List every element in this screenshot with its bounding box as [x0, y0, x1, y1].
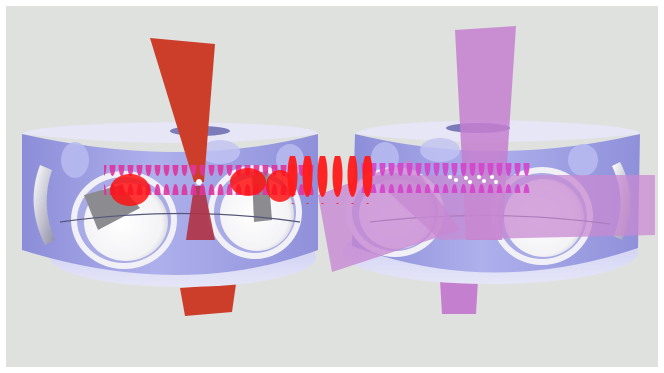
purple-beam-bottom [440, 280, 478, 314]
right-small-window-2 [420, 138, 460, 162]
atom-dot [494, 180, 498, 184]
atom-dot [468, 180, 472, 184]
right-purple-standing-wave [360, 163, 530, 193]
atom-dot [448, 175, 452, 179]
atom-dot [464, 176, 468, 180]
red-beam-bottom [180, 284, 236, 316]
atom-dot [482, 179, 486, 183]
atom-dot [477, 175, 481, 179]
atom-dot [454, 178, 458, 182]
left-red-lobe-1 [110, 174, 150, 206]
right-small-window-3 [568, 144, 598, 176]
left-red-lobe-2 [230, 168, 266, 196]
left-small-window-1 [61, 142, 89, 178]
atom-dot [490, 175, 494, 179]
central-red-standing-wave [282, 156, 374, 204]
trapped-atom [196, 179, 202, 185]
